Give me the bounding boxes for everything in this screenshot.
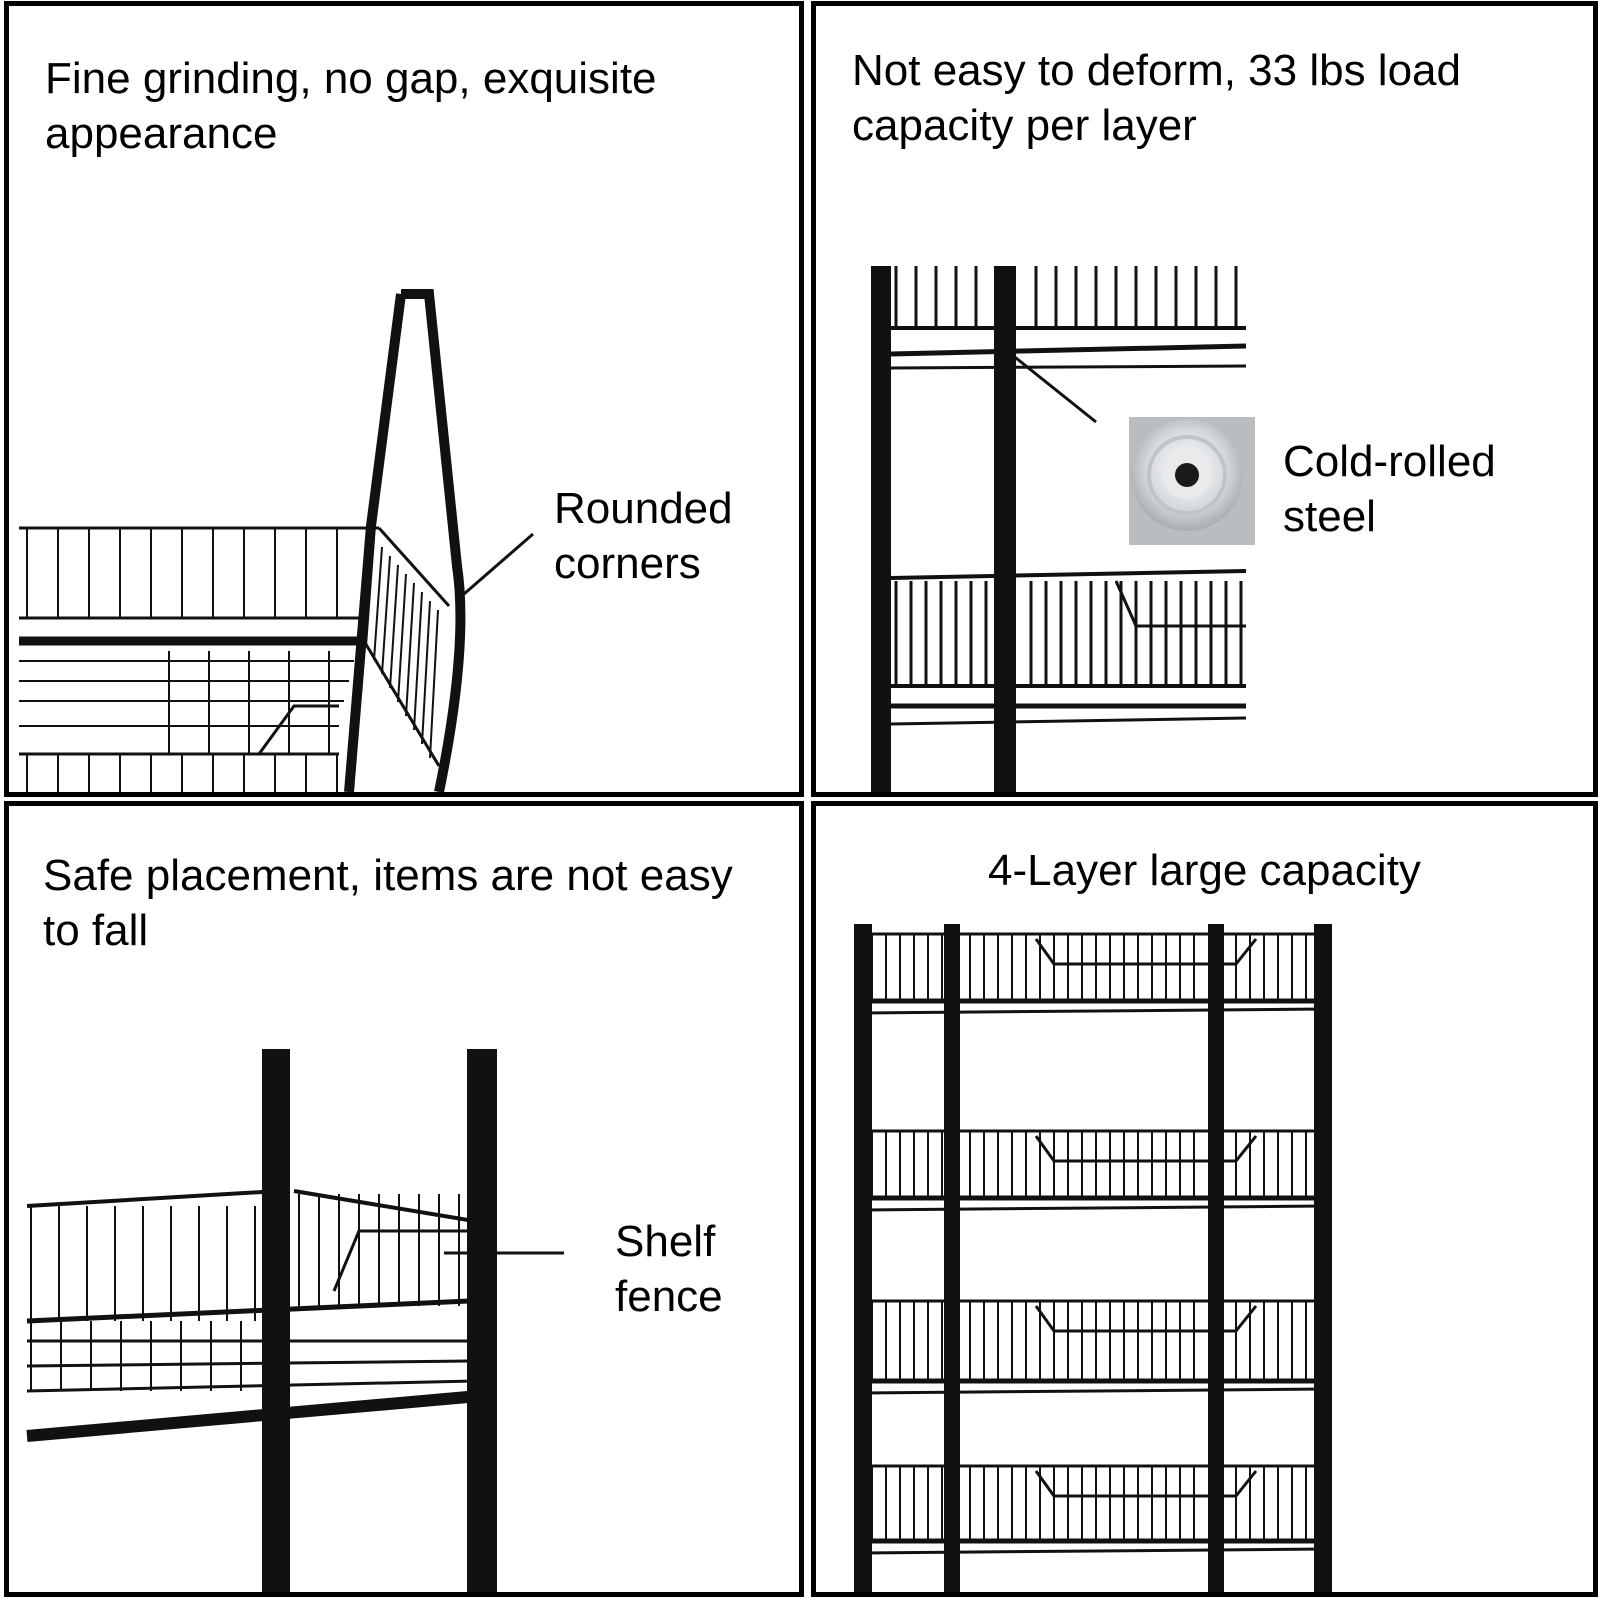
shelf-frame-illustration xyxy=(871,266,1247,792)
callout-label: Cold-rolled steel xyxy=(1283,434,1496,544)
panel-cold-rolled-steel: Not easy to deform, 33 lbs load capacity… xyxy=(811,1,1598,797)
callout-line-1: Shelf xyxy=(615,1217,716,1266)
callout-line-1: Rounded xyxy=(554,484,733,533)
callout-line-2: fence xyxy=(615,1272,723,1321)
steel-coil-image xyxy=(1129,417,1255,545)
shelf-fence-illustration xyxy=(26,1049,564,1592)
panel-caption: Not easy to deform, 33 lbs load capacity… xyxy=(852,46,1461,150)
panel-rounded-corners: Fine grinding, no gap, exquisite appeara… xyxy=(4,1,804,797)
four-tier-rack-illustration xyxy=(854,924,1332,1592)
panel-caption: Fine grinding, no gap, exquisite appeara… xyxy=(45,54,657,158)
callout-label: Shelf fence xyxy=(615,1214,723,1324)
panel-shelf-fence: Safe placement, items are not easy to fa… xyxy=(4,801,804,1597)
panel-caption: 4-Layer large capacity xyxy=(988,846,1421,895)
callout-line-2: corners xyxy=(554,539,701,588)
basket-corner-illustration xyxy=(19,289,534,792)
panel-caption: Safe placement, items are not easy to fa… xyxy=(43,851,733,955)
callout-line-1: Cold-rolled xyxy=(1283,437,1496,486)
callout-line-2: steel xyxy=(1283,492,1376,541)
callout-label: Rounded corners xyxy=(554,481,733,591)
panel-four-layer: 4-Layer large capacity xyxy=(811,801,1598,1597)
